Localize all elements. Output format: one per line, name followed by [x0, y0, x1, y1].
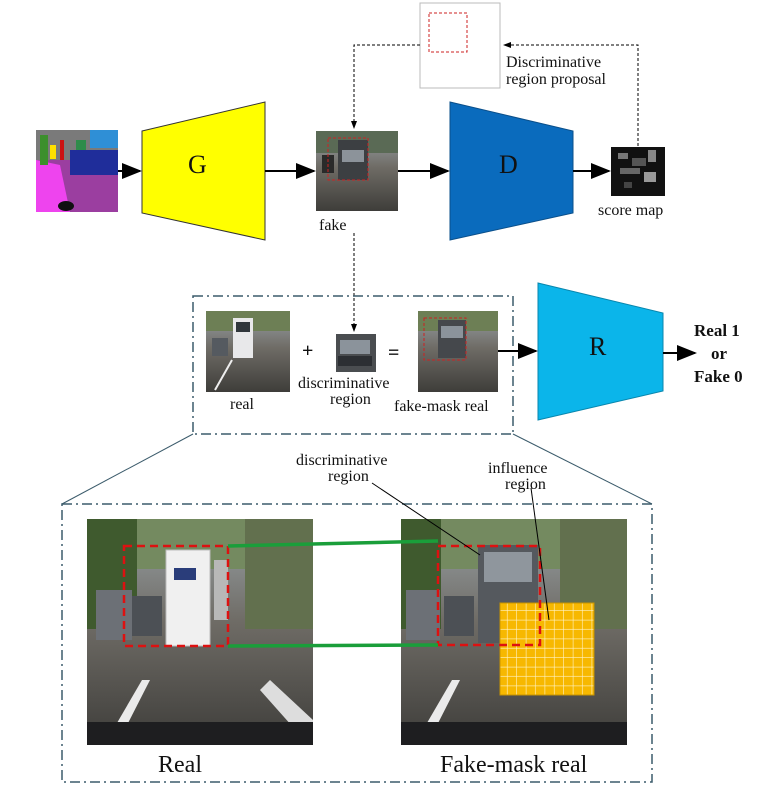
segmentation-map-thumbnail — [36, 130, 118, 212]
zoom-disc-label-line1: discriminative — [296, 452, 388, 469]
real-image-small — [206, 311, 290, 392]
correspondence-line-top — [227, 539, 439, 548]
fake-label: fake — [319, 217, 347, 234]
fake-mask-real-small — [418, 311, 498, 392]
real-discriminative-region — [122, 544, 230, 648]
disc-region-label-line2: region — [330, 391, 371, 408]
zoom-influence-label-line1: influence — [488, 460, 548, 477]
real-large-label: Real — [158, 752, 202, 778]
score-map-label: score map — [598, 202, 664, 219]
fake-image-thumbnail — [316, 131, 398, 211]
output-line1: Real 1 — [694, 321, 740, 340]
plus-sign: + — [302, 340, 314, 362]
discriminative-region-crop — [336, 334, 376, 372]
refiner-label: R — [589, 332, 607, 361]
disc-region-pointer — [371, 482, 481, 556]
output-line3: Fake 0 — [694, 367, 743, 386]
correspondence-line-bottom — [227, 643, 439, 648]
fake-mask-discriminative-region — [436, 544, 542, 647]
fake-mask-large-label: Fake-mask real — [440, 752, 588, 778]
output-line2: or — [711, 344, 728, 363]
influence-region-grid — [499, 602, 595, 696]
influence-region-pointer — [530, 487, 550, 621]
feedback-arrow-proposal-to-fake — [351, 44, 420, 129]
disc-region-label-line1: discriminative — [298, 375, 390, 392]
real-image-large — [87, 519, 313, 745]
discriminator-network-shape — [449, 101, 574, 241]
zoom-frame — [61, 503, 653, 783]
discriminator-label: D — [499, 150, 518, 179]
fake-mask-small-label: fake-mask real — [394, 398, 489, 415]
zoom-disc-label-line2: region — [328, 468, 369, 485]
zoom-influence-label-line2: region — [505, 476, 546, 493]
generator-label: G — [188, 150, 207, 179]
region-proposal-box — [419, 2, 501, 89]
refiner-network-shape — [537, 282, 664, 421]
equals-sign: = — [388, 342, 400, 364]
generator-network-shape — [141, 101, 266, 241]
proposal-label-line2: region proposal — [506, 71, 606, 88]
real-small-label: real — [230, 396, 254, 413]
proposal-label-line1: Discriminative — [506, 54, 602, 71]
composition-frame — [192, 295, 514, 435]
proposal-dashed-region — [428, 12, 468, 53]
score-map-thumbnail — [611, 147, 665, 196]
feedback-arrow-scoremap-to-proposal — [503, 42, 639, 146]
